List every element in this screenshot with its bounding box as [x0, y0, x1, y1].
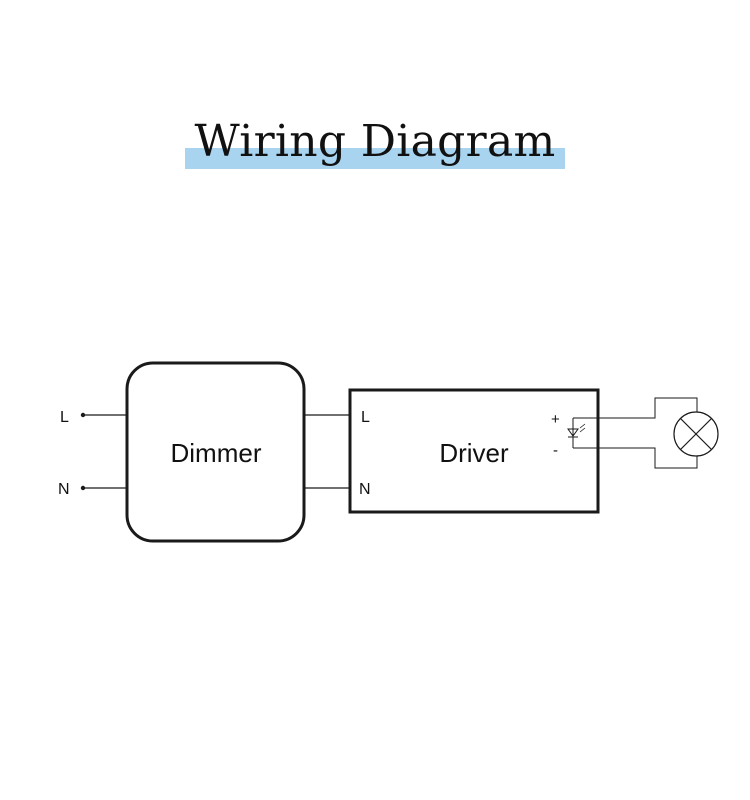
title-area: Wiring Diagram: [0, 0, 750, 200]
dimmer-box: [125, 361, 306, 543]
driver-neutral-label: N: [359, 481, 371, 498]
page-title: Wiring Diagram: [194, 116, 556, 167]
driver-minus-label: -: [553, 442, 558, 459]
driver-box: [348, 388, 600, 514]
driver-plus-label: +: [551, 411, 560, 428]
dimmer-block: Dimmer: [125, 361, 306, 543]
wire-output-plus: [598, 397, 698, 419]
output-wiring: [598, 397, 698, 469]
driver-block: Driver L N + -: [348, 388, 600, 514]
lamp-icon: [673, 411, 719, 457]
driver-live-label: L: [361, 409, 370, 426]
dimmer-label: Dimmer: [171, 438, 262, 468]
led-icon: [567, 417, 598, 449]
driver-label: Driver: [439, 438, 509, 468]
wire-output-minus: [598, 447, 698, 469]
input-live-label: L: [60, 409, 69, 426]
title-highlight-bar: [185, 148, 565, 169]
input-neutral-label: N: [58, 481, 70, 498]
